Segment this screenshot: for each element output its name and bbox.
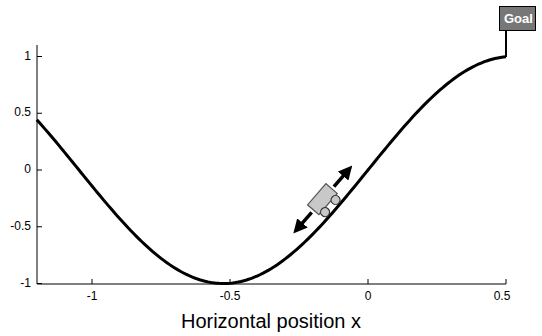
axis-ticks [37, 57, 506, 285]
tick-mark [37, 170, 42, 171]
tick-label: -1 [20, 277, 31, 290]
tick-mark [37, 113, 42, 114]
mountain-curve [37, 57, 506, 284]
tick-mark [37, 56, 42, 57]
car-wheel [329, 194, 342, 207]
tick-label: 0.5 [14, 107, 31, 120]
car-wheel [319, 206, 332, 219]
tick-label: -0.5 [10, 220, 31, 233]
tick-label: 0 [365, 290, 372, 303]
car [292, 166, 359, 238]
y-axis [37, 45, 38, 284]
tick-mark [506, 279, 507, 284]
tick-label: 0.5 [494, 290, 511, 303]
force-arrow [298, 212, 312, 228]
goal-pole [505, 30, 507, 57]
tick-mark [37, 283, 42, 284]
tick-mark [368, 279, 369, 284]
tick-mark [92, 279, 93, 284]
tick-mark [37, 226, 42, 227]
x-axis [37, 284, 506, 285]
axis-title: Horizontal position x [181, 310, 361, 332]
tick-label: 0 [24, 163, 31, 176]
goal-box: Goal [499, 6, 536, 31]
tick-label: 1 [24, 50, 31, 63]
force-arrow [334, 171, 348, 187]
tick-label: -0.5 [220, 290, 241, 303]
tick-label: -1 [87, 290, 98, 303]
goal-label: Goal [504, 12, 531, 26]
